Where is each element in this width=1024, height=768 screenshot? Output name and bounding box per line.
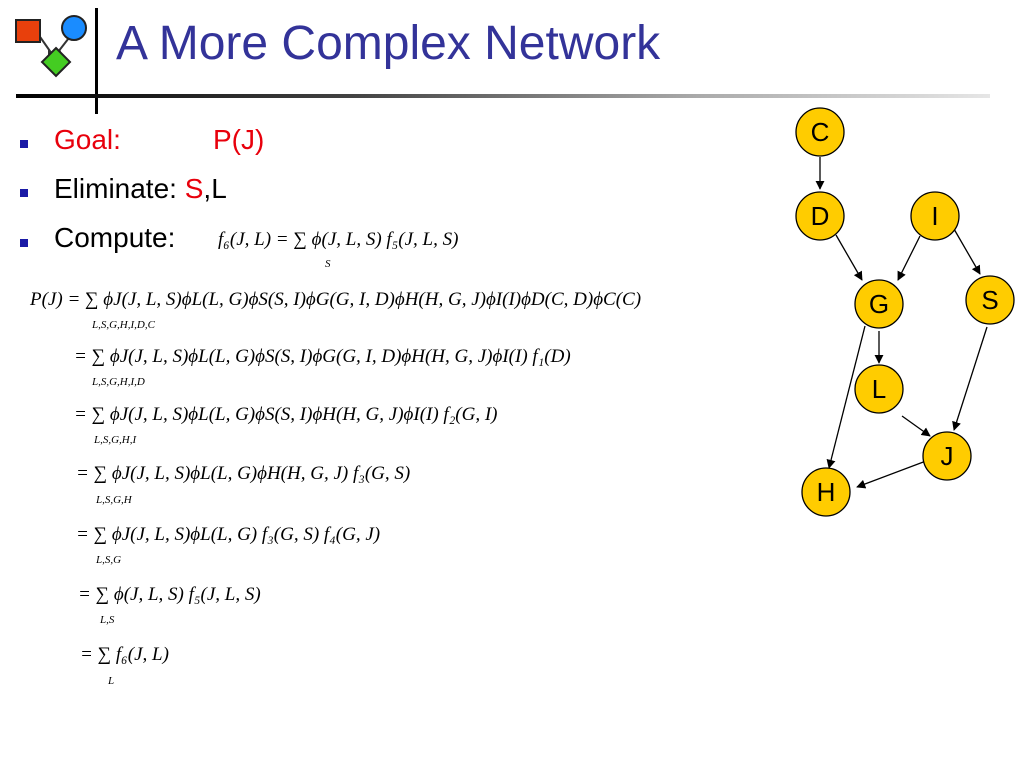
network-graph: C D I G S L J H	[795, 107, 1015, 517]
node-circle	[965, 275, 1015, 325]
node-circle	[795, 107, 845, 157]
derivation-line-2: = ∑ ϕJ(J, L, S)ϕL(L, G)ϕS(S, I)ϕG(G, I, …	[74, 346, 571, 367]
node-c: C	[795, 107, 845, 157]
node-s: S	[965, 275, 1015, 325]
edge-s-j	[952, 326, 988, 431]
square-bullet-icon	[20, 140, 28, 148]
derivation-sum-index-1: L,S,G,H,I,D,C	[92, 319, 155, 331]
goal-value: P(J)	[213, 124, 265, 155]
derivation-line-5: = ∑ ϕJ(J, L, S)ϕL(L, G) f₃(G, S) f₄(G, J…	[76, 524, 381, 545]
square-bullet-icon	[20, 239, 28, 247]
slide-title: A More Complex Network	[116, 17, 661, 70]
edge-i-s	[953, 228, 981, 275]
edge-d-g	[835, 234, 863, 281]
compute-sum-index: S	[325, 258, 331, 270]
node-circle	[922, 431, 972, 481]
node-circle	[854, 279, 904, 329]
node-circle	[910, 191, 960, 241]
eliminate-label: Eliminate:	[54, 173, 177, 204]
derivation-sum-index-5: L,S,G	[96, 554, 122, 566]
derivation-sum-index-7: L	[108, 675, 115, 687]
eliminate-var-l: L	[211, 173, 227, 204]
node-g: G	[854, 279, 904, 329]
node-circle	[854, 364, 904, 414]
goal-label: Goal:	[54, 124, 121, 155]
node-label: G	[869, 289, 889, 319]
shapes-logo-icon	[15, 15, 87, 78]
node-l: L	[854, 364, 904, 414]
node-h: H	[801, 467, 851, 517]
edge-l-j	[901, 415, 931, 437]
edge-j-h	[856, 460, 927, 489]
title-divider	[95, 8, 98, 114]
node-j: J	[922, 431, 972, 481]
node-label: D	[811, 201, 830, 231]
edge-g-h	[826, 325, 866, 469]
derivation-line-1: P(J) = ∑ ϕJ(J, L, S)ϕL(L, G)ϕS(S, I)ϕG(G…	[30, 289, 642, 310]
derivation-line-7: = ∑ f₆(J, L)	[80, 644, 169, 665]
node-circle	[801, 467, 851, 517]
square-bullet-icon	[20, 189, 28, 197]
derivation-line-6: = ∑ ϕ(J, L, S) f₅(J, L, S)	[78, 584, 261, 605]
eliminate-bullet: Eliminate: S,L	[54, 173, 227, 205]
edge-i-g	[897, 235, 921, 281]
node-circle	[795, 191, 845, 241]
node-label: C	[811, 117, 830, 147]
derivation-line-4: = ∑ ϕJ(J, L, S)ϕL(L, G)ϕH(H, G, J) f₃(G,…	[76, 463, 411, 484]
node-label: I	[931, 201, 938, 231]
derivation-sum-index-4: L,S,G,H	[96, 494, 132, 506]
compute-label: Compute:	[54, 222, 176, 253]
derivation-line-3: = ∑ ϕJ(J, L, S)ϕL(L, G)ϕS(S, I)ϕH(H, G, …	[74, 404, 498, 425]
node-label: S	[981, 285, 998, 315]
node-label: L	[872, 374, 886, 404]
derivation-sum-index-3: L,S,G,H,I	[94, 434, 137, 446]
derivation-sum-index-2: L,S,G,H,I,D	[92, 376, 145, 388]
node-i: I	[910, 191, 960, 241]
title-underline	[16, 94, 990, 98]
derivation-sum-index-6: L,S	[100, 614, 115, 626]
eliminate-sep: ,	[203, 173, 212, 204]
eliminate-var-s: S	[184, 173, 204, 204]
compute-formula: f₆(J, L) = ∑ ϕ(J, L, S) f₅(J, L, S)	[218, 229, 459, 250]
node-label: J	[941, 441, 954, 471]
node-d: D	[795, 191, 845, 241]
node-label: H	[817, 477, 836, 507]
